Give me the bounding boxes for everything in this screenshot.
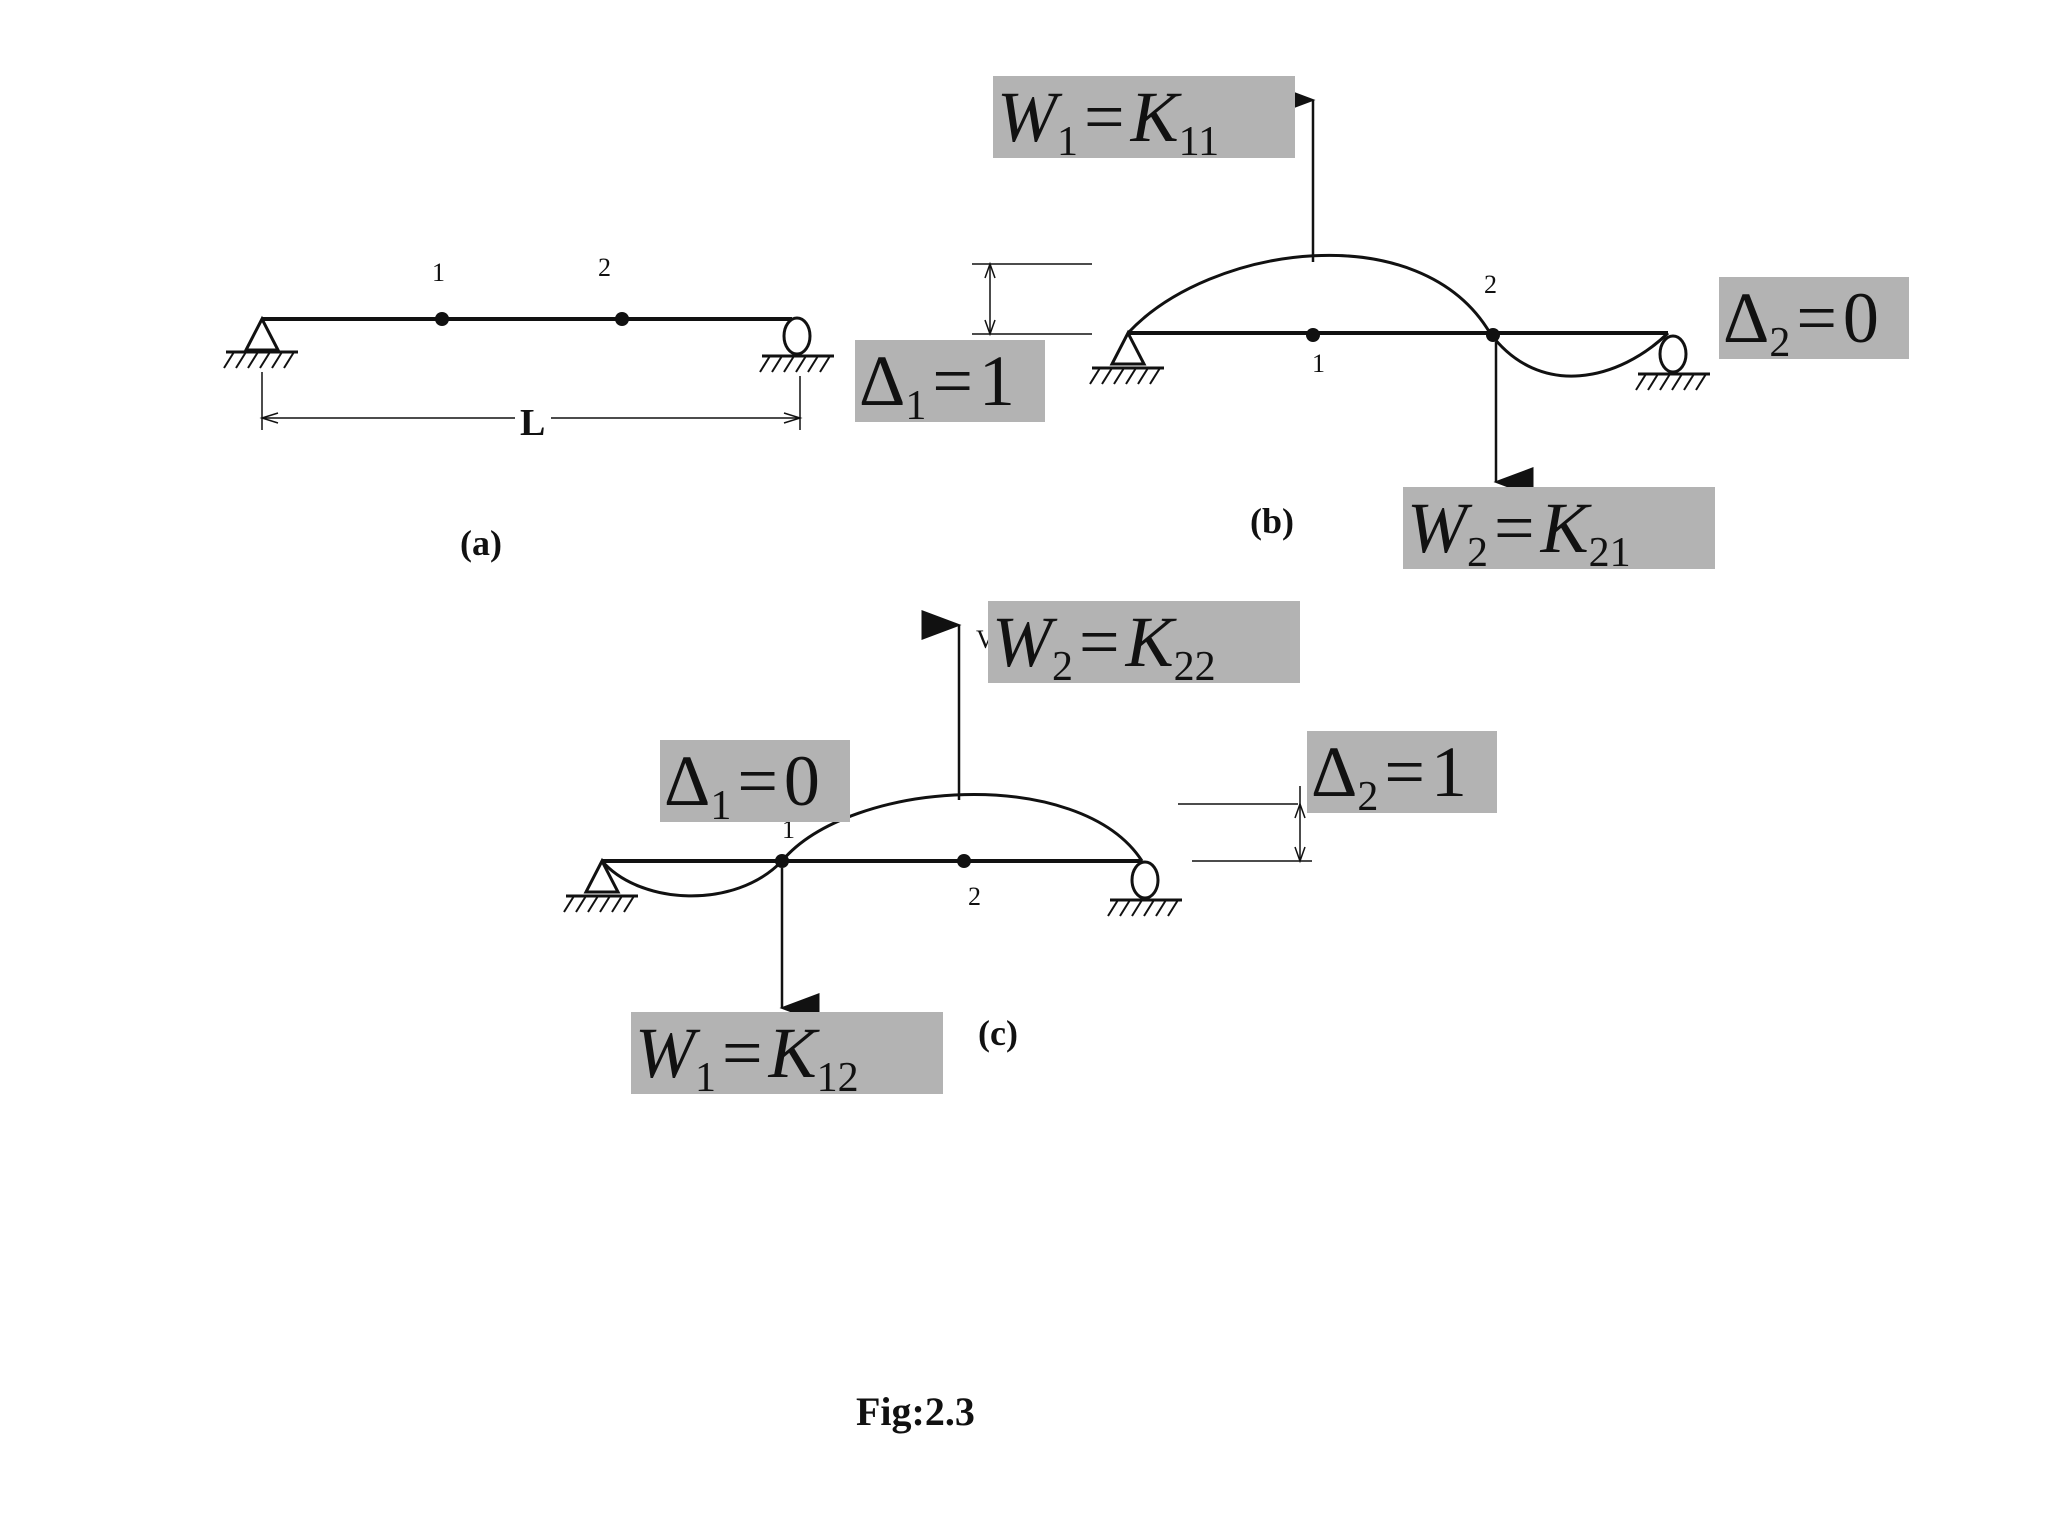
node-1-label-c: 1 <box>782 815 795 844</box>
displacement-dimension-b <box>972 261 1092 337</box>
node-2-b <box>1486 328 1500 342</box>
diagram-b: 1 2 (b) <box>972 85 1710 541</box>
deflected-shape-b <box>1126 253 1670 378</box>
caption-c: (c) <box>978 1013 1018 1053</box>
eq-delta1-equals-0: Δ1=0 <box>660 740 850 829</box>
roller-support-c <box>1107 860 1182 917</box>
node-1-label-b: 1 <box>1312 349 1325 378</box>
caption-a: (a) <box>460 523 502 563</box>
roller-support-b <box>1635 334 1710 391</box>
pin-support-b <box>1089 329 1164 385</box>
eq-w1-k11: W1=K11 <box>993 76 1295 165</box>
eq-delta1-equals-1: Δ1=1 <box>855 340 1045 429</box>
node-2-a <box>615 312 629 326</box>
eq-delta2-equals-0: Δ2=0 <box>1719 277 1909 366</box>
node-1-b <box>1306 328 1320 342</box>
displacement-dimension-c <box>1178 786 1312 864</box>
span-length-label: L <box>520 402 545 444</box>
node-1-label-a: 1 <box>432 258 445 287</box>
roller-support-a <box>759 316 834 373</box>
figure-title: Fig:2.3 <box>856 1389 975 1434</box>
pin-support-c <box>563 857 638 913</box>
eq-w2-k21: W2=K21 <box>1403 487 1715 576</box>
eq-w1-k12: W1=K12 <box>631 1012 943 1101</box>
caption-b: (b) <box>1250 501 1294 541</box>
diagram-a: 1 2 L (a) <box>223 253 834 563</box>
node-2-c <box>957 854 971 868</box>
node-1-a <box>435 312 449 326</box>
eq-delta2-equals-1: Δ2=1 <box>1307 731 1497 820</box>
eq-w2-k22: W2=K22 <box>988 601 1300 690</box>
pin-support-a <box>223 315 298 369</box>
node-2-label-c: 2 <box>968 882 981 911</box>
deflected-shape-c <box>600 793 1144 898</box>
node-2-label-a: 2 <box>598 253 611 282</box>
node-2-label-b: 2 <box>1484 270 1497 299</box>
node-1-c <box>775 854 789 868</box>
